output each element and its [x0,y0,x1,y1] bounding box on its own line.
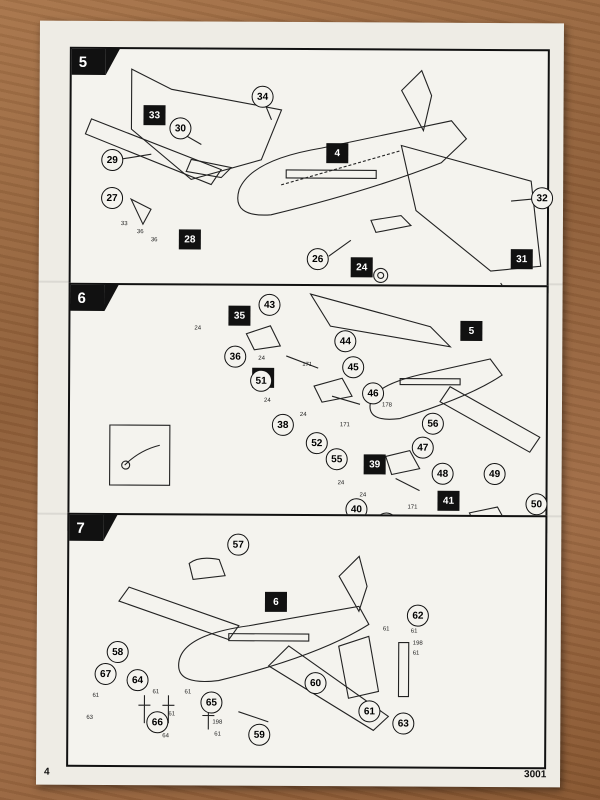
part-number-small: 24 [299,411,307,419]
part-number-small: 61 [152,689,160,696]
part-number-small: 33 [120,221,128,228]
part-callout-dark: 5 [460,320,483,341]
part-callout-circle: 30 [169,117,192,140]
instruction-sheet: 5 [36,20,564,788]
part-callout-dark: 6 [264,591,288,612]
part-callout-dark: 24 [350,257,373,278]
part-callout-dark: 4 [326,143,349,164]
part-callout-circle: 26 [306,248,329,271]
part-callout-circle: 29 [101,148,124,172]
part-number-small: 24 [359,492,367,499]
part-callout-dark: 28 [178,229,201,250]
part-number-small: 61 [410,628,418,635]
page-number: 4 [44,766,50,778]
part-callout-circle: 36 [224,345,247,368]
step-5-panel: 5 [68,46,554,322]
part-callout-dark: 41 [437,490,460,511]
part-callout-circle: 66 [146,711,169,734]
part-callout-dark: 31 [510,249,533,270]
part-callout-dark: 33 [143,105,166,126]
part-callout-circle: 64 [126,669,149,692]
part-callout-circle: 56 [421,412,444,435]
part-callout-circle: 27 [101,186,124,210]
part-callout-circle: 43 [258,293,281,316]
part-callout-circle: 48 [431,462,454,485]
part-number-small: 198 [412,640,423,647]
step-6-panel: 6 35537394143364445514638565255474849504… [67,282,549,576]
part-callout-circle: 61 [358,700,381,723]
step-6-drawing [109,293,541,538]
part-number-small: 171 [302,362,313,369]
part-callout-circle: 38 [271,413,294,436]
part-callout-circle: 57 [227,533,250,556]
part-number-small: 61 [92,692,100,699]
part-number-small: 36 [136,229,144,236]
part-callout-circle: 60 [304,672,327,695]
part-callout-circle: 46 [361,382,385,405]
part-number-small: 63 [86,714,94,721]
part-number-small: 61 [214,731,221,738]
part-callout-circle: 32 [531,187,554,210]
part-callout-circle: 62 [406,604,429,627]
part-number-small: 198 [212,719,223,726]
part-callout-circle: 49 [483,462,506,486]
part-callout-circle: 63 [392,712,415,735]
part-callout-circle: 47 [411,436,434,459]
part-number-small: 24 [194,325,202,332]
part-callout-circle: 59 [248,723,271,746]
part-number-small: 64 [162,733,169,740]
part-callout-circle: 55 [325,448,348,471]
part-number-small: 24 [258,355,265,362]
part-number-small: 36 [150,237,158,244]
part-callout-circle: 58 [106,640,129,664]
part-number-small: 24 [264,397,271,404]
part-number-small: 171 [339,422,350,429]
part-number-small: 178 [381,402,393,409]
kit-code: 3001 [524,769,547,781]
part-callout-dark: 39 [363,454,386,475]
part-callout-circle: 44 [334,330,357,353]
part-callout-dark: 35 [228,305,251,326]
part-number-small: 61 [168,711,176,718]
step-7-drawing [118,555,410,732]
part-callout-circle: 34 [251,85,274,108]
part-callout-circle: 51 [250,369,273,392]
part-callout-circle: 65 [200,691,223,714]
part-number-small: 61 [382,626,390,633]
part-callout-circle: 52 [305,432,328,455]
part-number-small: 171 [407,504,418,511]
part-callout-circle: 50 [525,493,548,516]
part-number-small: 61 [184,689,192,696]
part-callout-circle: 67 [94,662,117,686]
part-callout-circle: 45 [342,356,365,379]
part-number-small: 24 [337,480,345,487]
part-number-small: 61 [412,650,420,657]
